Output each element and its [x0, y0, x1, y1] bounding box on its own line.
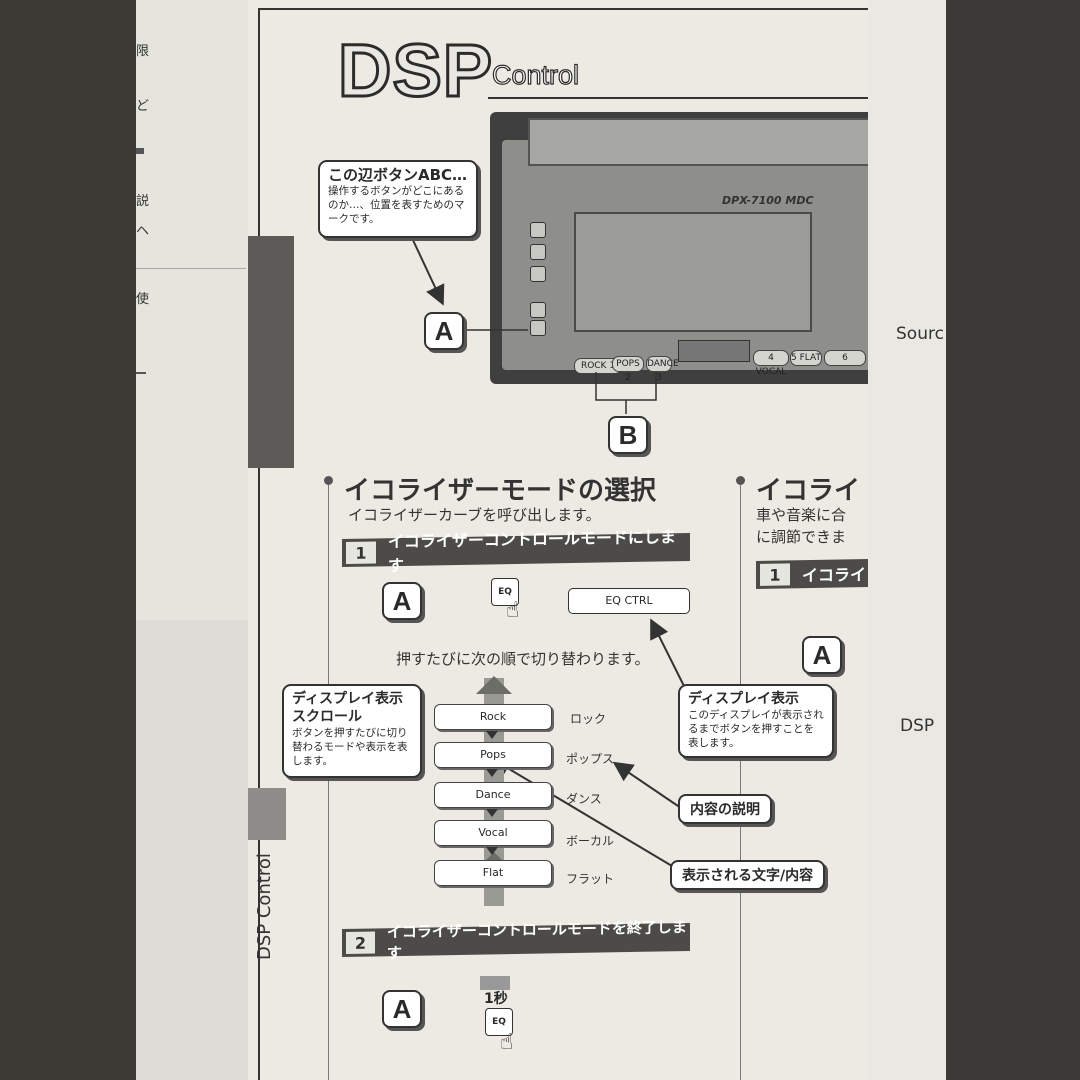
page-border	[258, 8, 868, 1080]
background-dark	[946, 0, 1080, 1080]
mode-box: Rock	[434, 704, 552, 730]
right-page-edge: Sourc DSP	[868, 0, 946, 1080]
left-fragment: ど	[136, 99, 150, 114]
step-2-bar: 2 イコライザーコントロールモードを終了します	[342, 918, 690, 962]
label-display-text: 表示される文字/内容	[670, 860, 826, 890]
hold-indicator	[480, 976, 510, 990]
eq-button: EQ	[491, 578, 519, 606]
callout-display: ディスプレイ表示 このディスプレイが表示されるまでボタンを押すことを表します。	[678, 684, 834, 758]
mode-box: Vocal	[434, 820, 552, 846]
callout-title: この辺ボタンABC…	[328, 166, 468, 184]
step-number: 1	[760, 563, 790, 586]
preset-button: 4 VOCAL	[753, 350, 789, 377]
section-heading-right: イコライ	[756, 476, 861, 506]
preset-button: DANCE 3	[646, 356, 679, 383]
callout-title: ディスプレイ表示	[688, 691, 800, 707]
mode-label-jp: ボーカル	[566, 834, 615, 848]
head-unit-side-button	[530, 244, 546, 260]
head-unit-model: DPX-7100 MDC	[722, 194, 814, 207]
head-unit-side-button	[530, 302, 546, 318]
left-fragment: 限	[136, 44, 150, 59]
callout-title: ディスプレイ表示スクロール	[292, 691, 404, 725]
left-fragment: ヘ	[136, 224, 150, 239]
column-dot	[736, 476, 745, 485]
right-fragment: Sourc	[896, 324, 944, 344]
callout-button-marker: この辺ボタンABC… 操作するボタンがどこにあるのか…、位置を表すためのマークで…	[318, 160, 478, 238]
preset-button: ROCK 1	[574, 358, 622, 374]
head-unit-display	[574, 212, 812, 332]
mode-box: Pops	[434, 742, 552, 768]
down-arrow-icon	[486, 769, 498, 777]
step-number: 2	[346, 931, 375, 954]
mode-label-jp: ダンス	[566, 792, 602, 806]
page-subtitle: Control	[491, 59, 580, 90]
column-rule	[740, 480, 741, 1080]
mode-box: Flat	[434, 860, 552, 886]
side-tab	[248, 236, 294, 468]
down-arrow-icon	[486, 847, 498, 855]
left-page-lower	[136, 620, 248, 1080]
hand-pointer-icon: ☝	[506, 598, 520, 623]
mode-box: Dance	[434, 782, 552, 808]
step-label: イコライ	[802, 565, 867, 586]
column-dot	[324, 476, 333, 485]
badge-a: A	[382, 990, 422, 1028]
head-unit-side-button	[530, 222, 546, 238]
callout-body: このディスプレイが表示されるまでボタンを押すことを表します。	[688, 709, 824, 749]
badge-a: A	[424, 312, 464, 350]
mode-label-jp: ポップス	[566, 752, 615, 766]
head-unit-side-button	[530, 320, 546, 336]
head-unit-lcd	[678, 340, 750, 362]
down-arrow-icon	[486, 731, 498, 739]
eq-button: EQ	[485, 1008, 513, 1036]
callout-body: 操作するボタンがどこにあるのか…、位置を表すためのマークです。	[328, 185, 465, 225]
manual-page: DSP Control DSP Control DPX-7100 MDC ROC…	[248, 0, 868, 1080]
head-unit-side-button	[530, 266, 546, 282]
section-heading: イコライザーモードの選択	[344, 476, 657, 506]
mode-label-jp: ロック	[570, 712, 607, 726]
section-text-right: に調節できま	[756, 528, 847, 546]
hand-pointer-icon: ☝	[500, 1030, 514, 1055]
label-content-explanation: 内容の説明	[678, 794, 772, 824]
column-rule	[328, 480, 329, 1080]
down-arrow-icon	[486, 809, 498, 817]
step-number: 1	[346, 541, 376, 564]
left-fragment: 説	[136, 194, 150, 209]
section-subheading: イコライザーカーブを呼び出します。	[348, 506, 601, 524]
callout-body: ボタンを押すたびに切り替わるモードや表示を表します。	[292, 727, 408, 767]
preset-button: 5 FLAT	[790, 350, 822, 366]
switch-text: 押すたびに次の順で切り替わります。	[396, 650, 650, 668]
lcd-display-box: EQ CTRL	[568, 588, 690, 614]
preset-button: POPS 2	[612, 356, 644, 383]
step-label: イコライザーコントロールモードにします	[387, 527, 676, 576]
step-label: イコライザーコントロールモードを終了します	[386, 918, 687, 963]
callout-display-scroll: ディスプレイ表示スクロール ボタンを押すたびに切り替わるモードや表示を表します。	[282, 684, 422, 778]
left-fragment: 使	[136, 292, 150, 307]
page-title: DSP	[336, 28, 494, 114]
mode-label-jp: フラット	[566, 872, 615, 886]
step-1-bar: 1 イコライザーコントロールモードにします	[342, 527, 690, 575]
badge-a: A	[802, 636, 842, 674]
badge-a: A	[382, 582, 422, 620]
section-text-right: 車や音楽に合	[756, 506, 847, 524]
hold-label: 1秒	[484, 991, 508, 1007]
step-1-bar-right: 1 イコライ	[756, 559, 868, 589]
right-fragment: DSP	[900, 716, 935, 736]
head-unit-cd-slot	[528, 118, 868, 166]
title-rule	[488, 97, 868, 99]
badge-b: B	[608, 416, 648, 454]
preset-button: 6	[824, 350, 866, 366]
side-tab-lower	[248, 788, 286, 840]
